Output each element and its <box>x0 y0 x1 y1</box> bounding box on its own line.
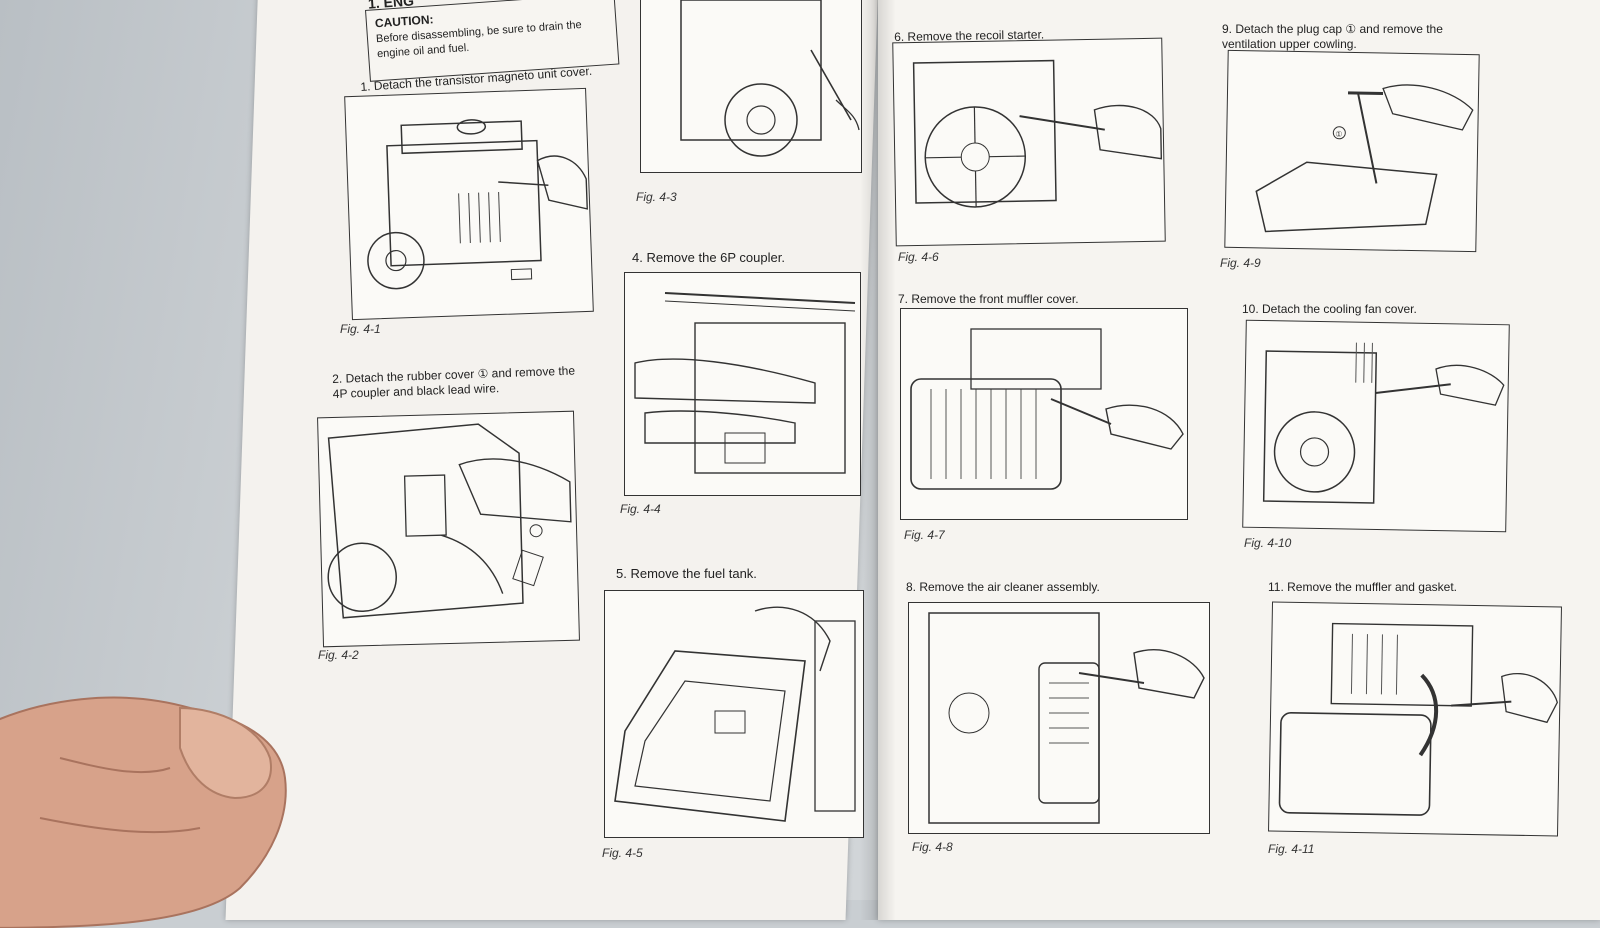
step-7-text: 7. Remove the front muffler cover. <box>898 292 1079 306</box>
step-4-text: 4. Remove the 6P coupler. <box>632 250 785 265</box>
caption-fig-4-7: Fig. 4-7 <box>904 528 945 542</box>
caption-fig-4-8: Fig. 4-8 <box>912 840 953 854</box>
figure-4-3 <box>640 0 862 173</box>
figure-4-4 <box>624 272 861 496</box>
caption-fig-4-1: Fig. 4-1 <box>340 322 381 336</box>
figure-4-1 <box>344 87 594 321</box>
air-cleaner-illustration <box>928 612 1205 824</box>
figure-4-7 <box>900 308 1188 520</box>
step-11-text: 11. Remove the muffler and gasket. <box>1268 580 1457 594</box>
generator-illustration-2 <box>327 423 572 619</box>
figure-4-5 <box>604 590 864 838</box>
hand-photo <box>0 696 287 928</box>
caption-fig-4-5: Fig. 4-5 <box>602 846 643 860</box>
caption-fig-4-11: Fig. 4-11 <box>1268 842 1315 856</box>
step-5-text: 5. Remove the fuel tank. <box>616 566 757 581</box>
generator-illustration-3 <box>680 0 860 157</box>
figure-4-6 <box>892 37 1166 247</box>
step-10-text: 10. Detach the cooling fan cover. <box>1242 302 1417 316</box>
figure-4-8 <box>908 602 1210 834</box>
generator-illustration-4 <box>634 292 856 474</box>
muffler-gasket-illustration <box>1278 622 1559 816</box>
book-gutter <box>860 0 896 920</box>
step-9-text: 9. Detach the plug cap ① and remove the … <box>1222 22 1443 51</box>
cowling-illustration: ① <box>1255 84 1474 233</box>
callout-circled-one: ① <box>1335 130 1342 139</box>
figure-4-10 <box>1242 319 1510 533</box>
figure-4-9: ① <box>1224 49 1480 253</box>
fuel-tank-illustration <box>614 606 856 822</box>
caption-fig-4-2: Fig. 4-2 <box>318 648 359 662</box>
generator-illustration-1 <box>367 119 588 290</box>
muffler-cover-illustration <box>910 328 1184 490</box>
figure-4-11 <box>1268 601 1562 837</box>
caption-fig-4-6: Fig. 4-6 <box>898 250 939 264</box>
recoil-starter-illustration <box>912 59 1163 208</box>
figure-4-2 <box>317 410 580 648</box>
step-8-text: 8. Remove the air cleaner assembly. <box>906 580 1100 594</box>
caption-fig-4-10: Fig. 4-10 <box>1244 536 1292 550</box>
caption-fig-4-3: Fig. 4-3 <box>636 190 677 204</box>
caption-fig-4-4: Fig. 4-4 <box>620 502 661 516</box>
cooling-fan-illustration <box>1262 342 1505 504</box>
caption-fig-4-9: Fig. 4-9 <box>1220 256 1261 270</box>
caution-title: CAUTION: <box>374 12 434 31</box>
